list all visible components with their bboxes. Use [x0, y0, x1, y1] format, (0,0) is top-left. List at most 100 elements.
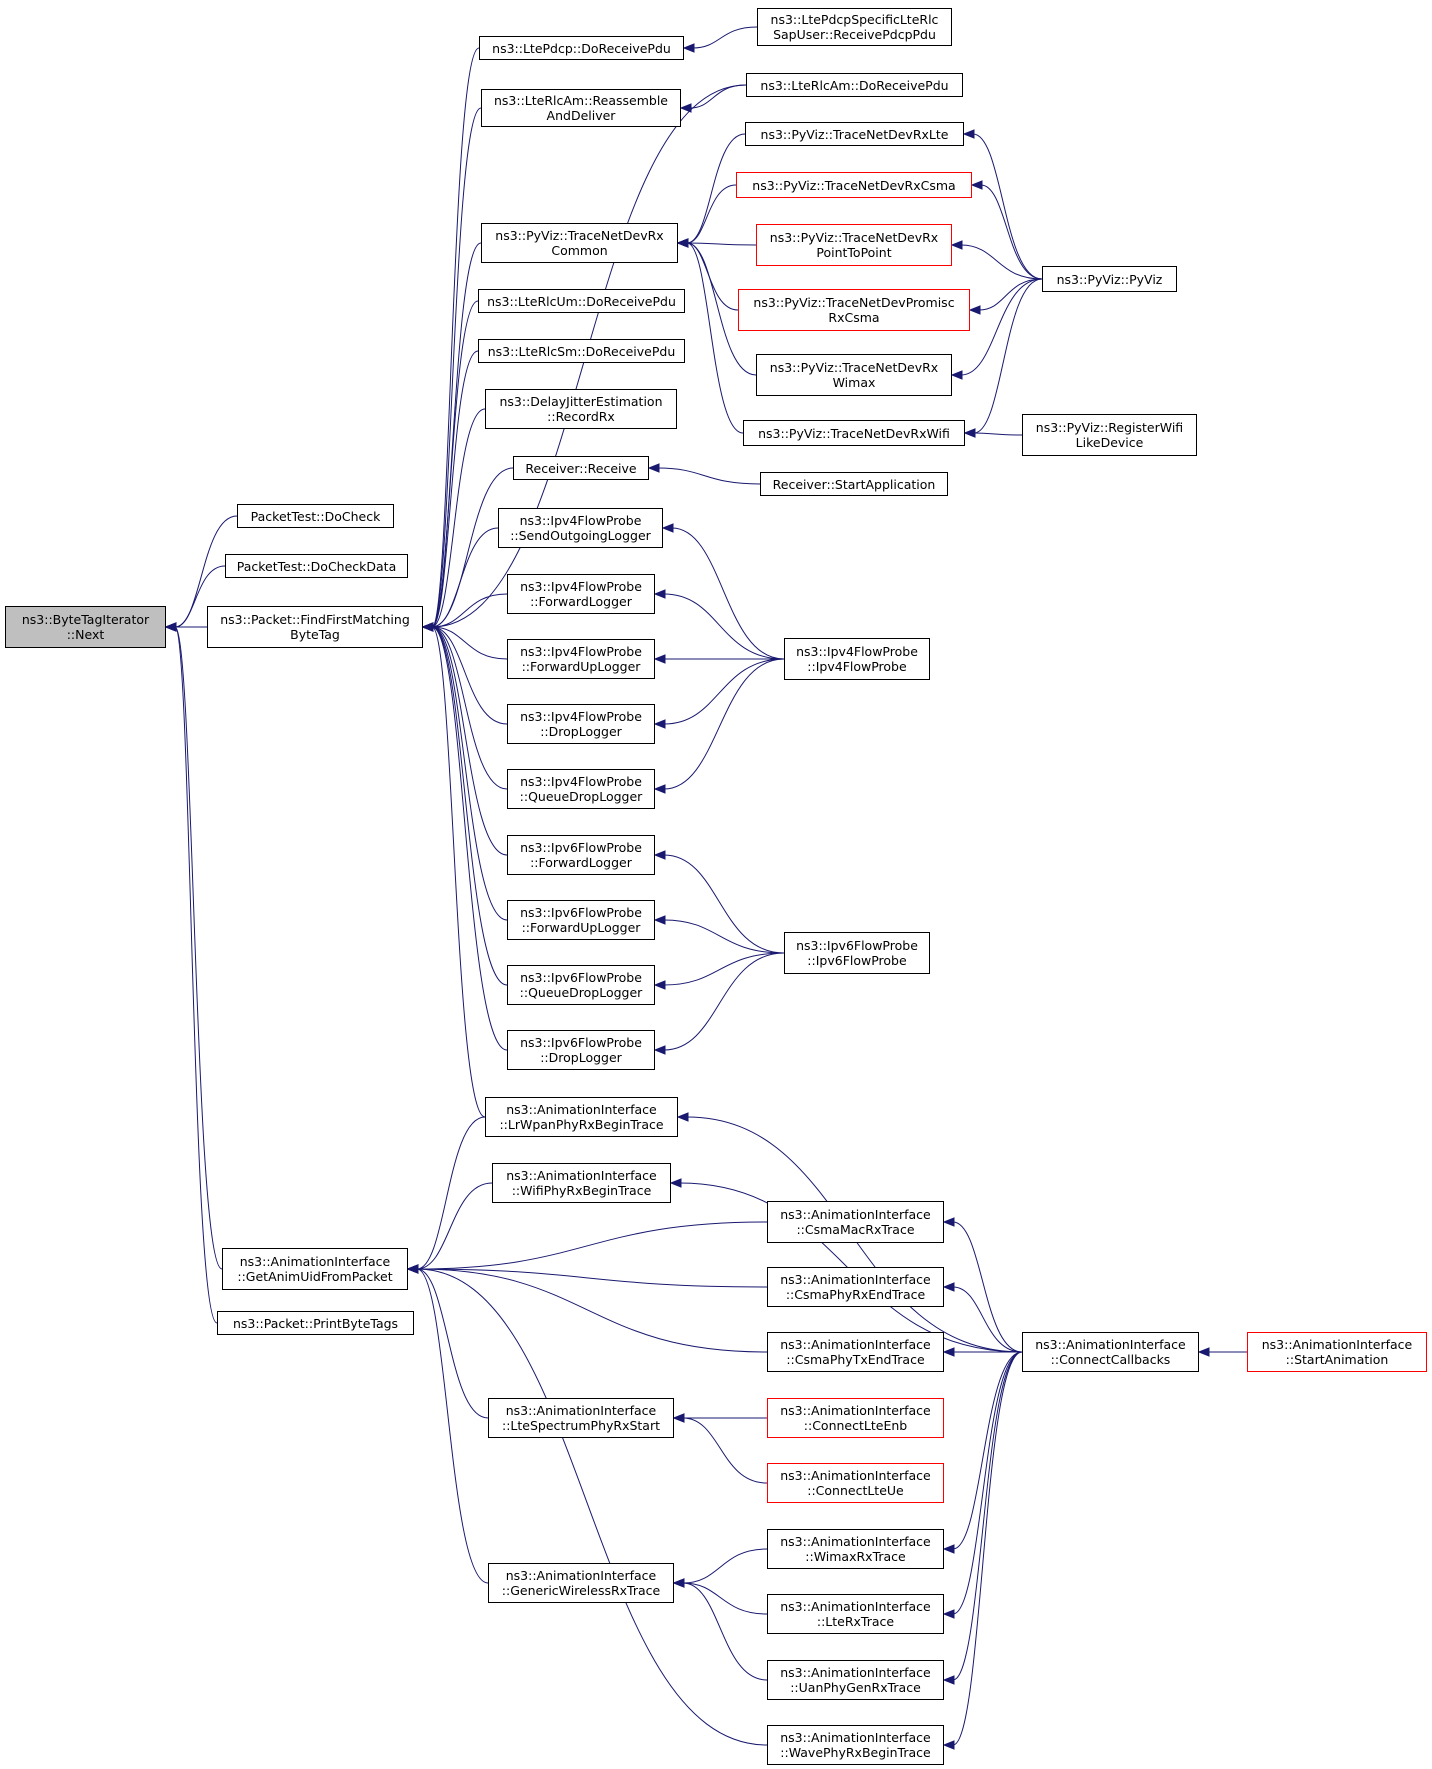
node-label-line: ns3::AnimationInterface	[780, 1730, 931, 1745]
node-anim-wifi-phy-rx-begin-trace[interactable]: ns3::AnimationInterface::WifiPhyRxBeginT…	[492, 1163, 671, 1203]
node-label-line: ns3::AnimationInterface	[780, 1403, 931, 1418]
node-ipv4-flow-probe-ctor[interactable]: ns3::Ipv4FlowProbe::Ipv4FlowProbe	[784, 638, 930, 680]
node-label-line: ::LteRxTrace	[816, 1614, 895, 1629]
node-label-line: ns3::Ipv6FlowProbe	[520, 1035, 642, 1050]
edge-arrowhead	[653, 980, 666, 990]
node-label-line: ns3::AnimationInterface	[1261, 1337, 1413, 1352]
call-edge	[973, 278, 1043, 434]
node-label-line: ns3::AnimationInterface	[239, 1254, 391, 1269]
call-edge	[952, 1221, 1023, 1353]
call-edge	[689, 84, 747, 109]
node-ipv6-forward-up-logger[interactable]: ns3::Ipv6FlowProbe::ForwardUpLogger	[507, 900, 655, 940]
node-label-line: ns3::PyViz::TraceNetDevRxCsma	[752, 177, 956, 193]
node-lte-rlc-um-do-receive-pdu[interactable]: ns3::LteRlcUm::DoReceivePdu	[478, 289, 685, 313]
node-anim-start-animation[interactable]: ns3::AnimationInterface::StartAnimation	[1247, 1332, 1427, 1372]
node-label-line: ns3::LteRlcAm::DoReceivePdu	[760, 77, 949, 93]
node-receiver-receive[interactable]: Receiver::Receive	[513, 456, 649, 480]
node-ipv4-queue-drop-logger[interactable]: ns3::Ipv4FlowProbe::QueueDropLogger	[507, 769, 655, 809]
node-label-line: ns3::LtePdcp::DoReceivePdu	[492, 40, 671, 56]
node-label-line: ::WifiPhyRxBeginTrace	[511, 1183, 652, 1198]
node-anim-csma-mac-rx-trace[interactable]: ns3::AnimationInterface::CsmaMacRxTrace	[767, 1201, 944, 1243]
edge-arrowhead	[661, 523, 674, 533]
node-label-line: Common	[551, 243, 608, 258]
node-pyviz-trace-net-dev-rx-csma[interactable]: ns3::PyViz::TraceNetDevRxCsma	[736, 172, 972, 198]
node-anim-lr-wpan-phy-rx-begin-trace[interactable]: ns3::AnimationInterface::LrWpanPhyRxBegi…	[485, 1097, 678, 1137]
node-label-line: ::ConnectLteUe	[807, 1483, 904, 1498]
call-edge	[174, 626, 218, 1324]
node-label-line: ::LteSpectrumPhyRxStart	[501, 1418, 661, 1433]
call-edge	[686, 184, 737, 244]
call-edge	[431, 626, 508, 790]
node-ipv4-forward-logger[interactable]: ns3::Ipv4FlowProbe::ForwardLogger	[507, 574, 655, 614]
node-ipv6-forward-logger[interactable]: ns3::Ipv6FlowProbe::ForwardLogger	[507, 835, 655, 875]
node-ipv4-drop-logger[interactable]: ns3::Ipv4FlowProbe::DropLogger	[507, 704, 655, 744]
node-ipv6-queue-drop-logger[interactable]: ns3::Ipv6FlowProbe::QueueDropLogger	[507, 965, 655, 1005]
node-delay-jitter-estimation-record-rx[interactable]: ns3::DelayJitterEstimation::RecordRx	[485, 389, 677, 429]
node-label-line: ::ForwardLogger	[530, 594, 632, 609]
edge-arrowhead	[682, 43, 695, 53]
node-lte-pdcp-do-receive-pdu[interactable]: ns3::LtePdcp::DoReceivePdu	[479, 36, 684, 60]
call-edge	[952, 1286, 1023, 1353]
node-label-line: ns3::Ipv6FlowProbe	[520, 905, 642, 920]
node-lte-rlc-sm-do-receive-pdu[interactable]: ns3::LteRlcSm::DoReceivePdu	[478, 339, 685, 363]
call-edge	[686, 242, 739, 311]
node-ipv6-drop-logger[interactable]: ns3::Ipv6FlowProbe::DropLogger	[507, 1030, 655, 1070]
edge-arrowhead	[970, 180, 983, 190]
edge-arrowhead	[653, 654, 666, 664]
edge-arrowhead	[164, 622, 177, 632]
edge-arrowhead	[672, 1413, 685, 1423]
node-label-line: ::QueueDropLogger	[519, 985, 643, 1000]
node-label-line: ns3::PyViz::TraceNetDevPromisc	[753, 295, 955, 310]
node-pyviz-pyviz[interactable]: ns3::PyViz::PyViz	[1042, 266, 1177, 292]
node-label-line: AndDeliver	[546, 108, 616, 123]
edge-arrowhead	[679, 103, 692, 113]
node-ipv4-forward-up-logger[interactable]: ns3::Ipv4FlowProbe::ForwardUpLogger	[507, 639, 655, 679]
node-packet-print-byte-tags[interactable]: ns3::Packet::PrintByteTags	[217, 1311, 414, 1335]
call-edge	[431, 107, 482, 628]
node-anim-wimax-rx-trace[interactable]: ns3::AnimationInterface::WimaxRxTrace	[767, 1529, 944, 1569]
node-anim-connect-lte-ue[interactable]: ns3::AnimationInterface::ConnectLteUe	[767, 1463, 944, 1503]
edge-arrowhead	[950, 370, 963, 380]
node-lte-rlc-am-do-receive-pdu[interactable]: ns3::LteRlcAm::DoReceivePdu	[746, 73, 963, 97]
node-anim-csma-phy-rx-end-trace[interactable]: ns3::AnimationInterface::CsmaPhyRxEndTra…	[767, 1267, 944, 1307]
call-edge	[952, 1351, 1023, 1615]
node-anim-connect-callbacks[interactable]: ns3::AnimationInterface::ConnectCallback…	[1022, 1332, 1199, 1372]
call-edge	[431, 300, 479, 628]
node-receiver-start-application[interactable]: Receiver::StartApplication	[760, 472, 948, 496]
node-packet-test-do-check-data[interactable]: PacketTest::DoCheckData	[225, 554, 408, 578]
node-pyviz-trace-net-dev-rx-wifi[interactable]: ns3::PyViz::TraceNetDevRxWifi	[743, 420, 965, 446]
call-edge	[663, 658, 785, 725]
node-anim-lte-spectrum-phy-rx-start[interactable]: ns3::AnimationInterface::LteSpectrumPhyR…	[488, 1398, 674, 1438]
node-anim-uan-phy-gen-rx-trace[interactable]: ns3::AnimationInterface::UanPhyGenRxTrac…	[767, 1660, 944, 1700]
node-packet-test-do-check[interactable]: PacketTest::DoCheck	[237, 504, 394, 528]
node-anim-wave-phy-rx-begin-trace[interactable]: ns3::AnimationInterface::WavePhyRxBeginT…	[767, 1725, 944, 1765]
call-edge	[980, 184, 1043, 280]
edge-arrowhead	[653, 915, 666, 925]
node-ipv4-send-outgoing-logger[interactable]: ns3::Ipv4FlowProbe::SendOutgoingLogger	[498, 508, 663, 548]
node-anim-connect-lte-enb[interactable]: ns3::AnimationInterface::ConnectLteEnb	[767, 1398, 944, 1438]
node-label-line: ByteTag	[290, 627, 340, 642]
edge-arrowhead	[942, 1740, 955, 1750]
node-anim-lte-rx-trace[interactable]: ns3::AnimationInterface::LteRxTrace	[767, 1594, 944, 1634]
node-label-line: ::ForwardUpLogger	[521, 920, 641, 935]
call-edge	[416, 1268, 489, 1584]
node-pyviz-trace-net-dev-rx-lte[interactable]: ns3::PyViz::TraceNetDevRxLte	[745, 122, 964, 146]
call-edge	[686, 242, 757, 246]
node-label-line: ns3::Packet::FindFirstMatching	[220, 612, 410, 627]
node-label-line: ns3::PyViz::TraceNetDevRx	[495, 228, 664, 243]
node-anim-csma-phy-tx-end-trace[interactable]: ns3::AnimationInterface::CsmaPhyTxEndTra…	[767, 1332, 944, 1372]
node-anim-generic-wireless-rx-trace[interactable]: ns3::AnimationInterface::GenericWireless…	[488, 1563, 674, 1603]
node-ipv6-flow-probe-ctor[interactable]: ns3::Ipv6FlowProbe::Ipv6FlowProbe	[784, 932, 930, 974]
node-get-anim-uid-from-packet[interactable]: ns3::AnimationInterface::GetAnimUidFromP…	[222, 1248, 408, 1290]
node-label-line: ::CsmaMacRxTrace	[796, 1222, 915, 1237]
edge-arrowhead	[962, 129, 975, 139]
